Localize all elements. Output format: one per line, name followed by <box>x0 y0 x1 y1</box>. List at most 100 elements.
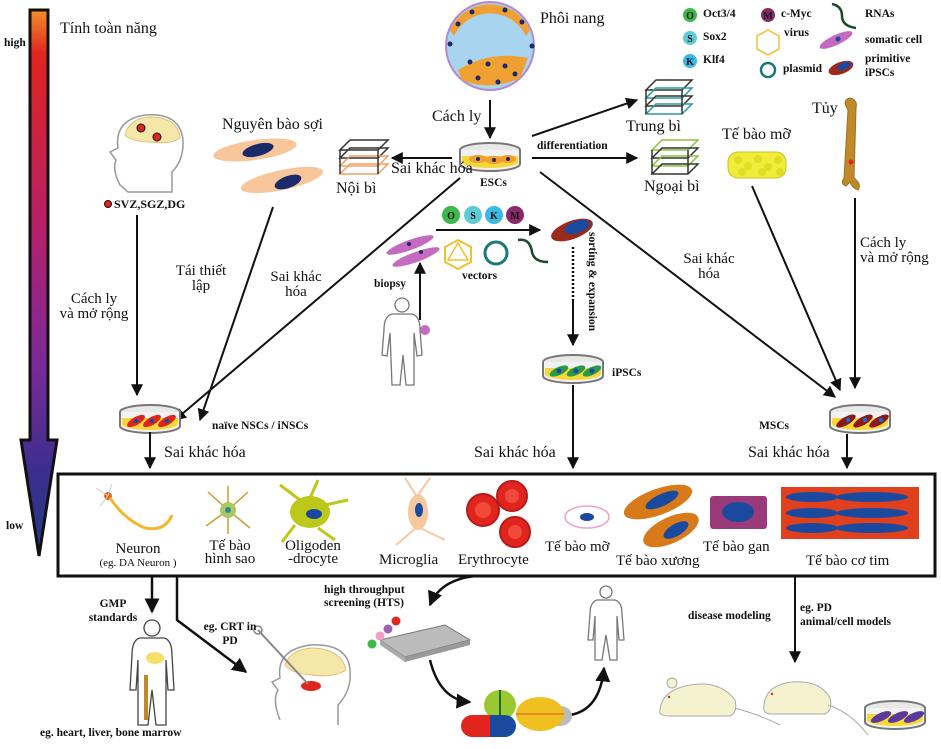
cell-type-cardiomyocyte: Tế bào cơ tim <box>806 553 890 569</box>
diff-to-nsc-label: Sai khác hóa <box>264 270 328 300</box>
biopsy-label: biopsy <box>374 278 406 290</box>
cell-type-astrocyte-sub: hình sao <box>204 551 256 567</box>
legend-plasmid: plasmid <box>783 63 822 75</box>
pd-models-label: eg. PD animal/cell models <box>800 601 891 629</box>
factor-o: O <box>447 211 455 222</box>
crt-line1: eg. CRT in <box>203 621 257 633</box>
cell-type-osteocyte: Tế bào xương <box>616 553 700 569</box>
mouse-models-icon <box>659 677 869 736</box>
cell-type-oligodendrocyte-sub: -drocyte <box>288 551 338 567</box>
human-organs-icon <box>129 619 175 726</box>
rna-vector-icon <box>517 238 549 264</box>
factor-m: M <box>510 211 520 222</box>
cell-type-adipocyte: Tế bào mỡ <box>545 539 610 555</box>
legend-klf4: Klf4 <box>703 54 725 66</box>
virus-vector-icon <box>444 238 472 271</box>
cell-type-erythrocyte: Erythrocyte <box>458 552 529 568</box>
oligodendrocyte-icon <box>279 479 349 543</box>
nsc-dish-icon <box>119 404 181 434</box>
escs-label: ESCs <box>480 177 507 189</box>
isolate-expand-left-line2: và mở rộng <box>59 306 129 322</box>
neuron-icon <box>95 483 174 531</box>
legend-cmyc: c-Myc <box>781 8 812 20</box>
isolate-expand-right-line2: và mở rộng <box>860 250 929 266</box>
adipose-tissue-icon <box>727 151 787 179</box>
isolate-expand-left-label: Cách ly và mở rộng <box>52 292 136 322</box>
endoderm-label: Nội bì <box>336 180 377 197</box>
potency-gradient-arrow <box>19 8 59 557</box>
cardiomyocyte-icon <box>781 487 919 539</box>
diff-to-msc-line2: hóa <box>698 266 720 282</box>
ipsc-dish-icon <box>542 354 604 384</box>
hts-line1: high throughput <box>324 584 405 596</box>
isolate-expand-right-line1: Cách ly <box>860 235 907 251</box>
primitive-ipsc-icon <box>551 218 593 242</box>
brain-injection-icon <box>253 625 351 725</box>
reprogram-line1: Tái thiết <box>175 263 227 279</box>
cell-type-neuron: Neuron (eg. DA Neuron ) <box>88 542 188 570</box>
gmp-example-label: eg. heart, liver, bone marrow <box>40 727 182 739</box>
sorting-expansion-label: sorting & expansion <box>586 232 598 332</box>
human-outline-icon <box>587 585 625 661</box>
differentiation-label: differentiation <box>537 140 608 152</box>
bone-marrow-label: Tủy <box>812 100 838 117</box>
head-brain-icon <box>104 113 184 208</box>
legend-somatic-cell: somatic cell <box>865 34 923 46</box>
diff-to-msc-label: Sai khác hóa <box>676 252 742 282</box>
crt-pd-label: eg. CRT in PD <box>195 620 265 648</box>
bone-marrow-femur-icon <box>841 97 860 191</box>
cell-type-oligodendrocyte: Oligoden -drocyte <box>278 538 348 567</box>
potency-low-label: low <box>6 520 24 532</box>
cell-type-neuron-label: Neuron <box>115 541 161 557</box>
astrocyte-icon <box>205 486 251 534</box>
diff-ipscs-label: Sai khác hóa <box>474 444 556 461</box>
reprogram-line2: lập <box>191 278 211 294</box>
microglia-icon <box>395 477 446 546</box>
legend-letter-o: O <box>686 11 694 22</box>
blastocyst-icon <box>445 1 535 91</box>
reprogram-label: Tái thiết lập <box>166 264 236 294</box>
factor-k: K <box>490 211 498 222</box>
isolate-expand-right-label: Cách ly và mở rộng <box>860 236 929 266</box>
cell-type-oligodendrocyte-label: Oligoden <box>285 538 341 554</box>
mesoderm-layers-icon <box>644 79 694 115</box>
erythrocyte-icon <box>466 480 531 548</box>
isolation-label: Cách ly <box>432 108 482 125</box>
blastocyst-label: Phôi nang <box>540 10 605 27</box>
mesoderm-label: Trung bì <box>626 118 681 135</box>
legend-sox2: Sox2 <box>703 31 727 43</box>
legend-letter-k: K <box>686 57 694 68</box>
adipocyte-icon <box>564 505 610 529</box>
fibroblast-label: Nguyên bào sợi <box>222 116 323 133</box>
fat-cell-source-label: Tế bào mỡ <box>722 126 791 143</box>
ipscs-label: iPSCs <box>612 367 642 379</box>
endoderm-layers-icon <box>338 139 390 175</box>
diff-to-nsc-line2: hóa <box>285 284 307 300</box>
osteocyte-icon <box>623 484 699 548</box>
fibroblast-icon <box>213 138 324 194</box>
legend-letter-m: M <box>763 11 773 22</box>
hts-label: high throughput screening (HTS) <box>324 584 405 610</box>
diff-to-msc-line1: Sai khác <box>683 251 735 267</box>
human-biopsy-icon <box>381 297 430 386</box>
cell-type-astrocyte-label: Tế bào <box>209 538 251 554</box>
legend-primitive-ipscs: primitive iPSCs <box>865 53 911 79</box>
ectoderm-label: Ngoại bì <box>644 178 700 195</box>
mscs-label: MSCs <box>759 420 790 432</box>
vectors-label: vectors <box>462 270 498 282</box>
pd-models-line1: eg. PD <box>800 602 832 614</box>
osk-m-factors <box>442 206 524 224</box>
hepatocyte-icon <box>710 496 767 529</box>
diff-to-nsc-line1: Sai khác <box>270 269 322 285</box>
cell-model-dish-icon <box>864 700 926 730</box>
brain-regions-label: SVZ,SGZ,DG <box>114 197 186 211</box>
msc-dish-icon <box>829 404 891 434</box>
gmp-line2: standards <box>88 612 138 624</box>
diff-to-endoderm-label: Sai khác hóa <box>391 160 473 177</box>
isolate-expand-left-line1: Cách ly <box>70 291 118 307</box>
hts-line2: screening (HTS) <box>324 597 404 609</box>
potency-title: Tính toàn năng <box>60 20 157 37</box>
legend-icons <box>683 2 857 79</box>
hts-plate-icon <box>367 616 472 662</box>
